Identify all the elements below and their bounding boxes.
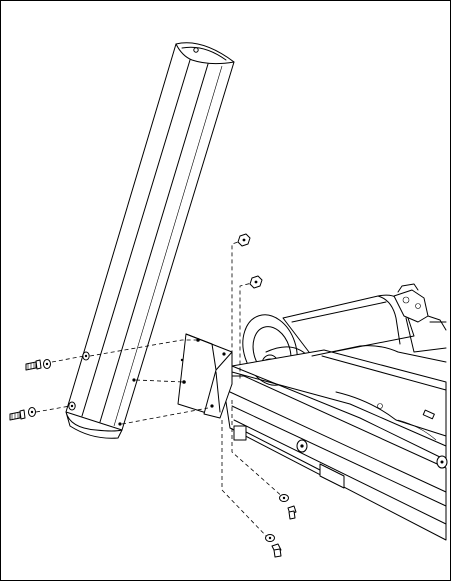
nut-lower	[250, 276, 262, 288]
treadmill-base-frame	[222, 284, 447, 540]
screw-left-lower	[10, 408, 36, 421]
screw-left-upper	[26, 360, 51, 371]
bracket-plate	[178, 334, 232, 418]
nut-upper	[238, 234, 250, 246]
screw-bottom-lower	[266, 535, 282, 558]
screw-bottom-upper	[280, 495, 297, 520]
